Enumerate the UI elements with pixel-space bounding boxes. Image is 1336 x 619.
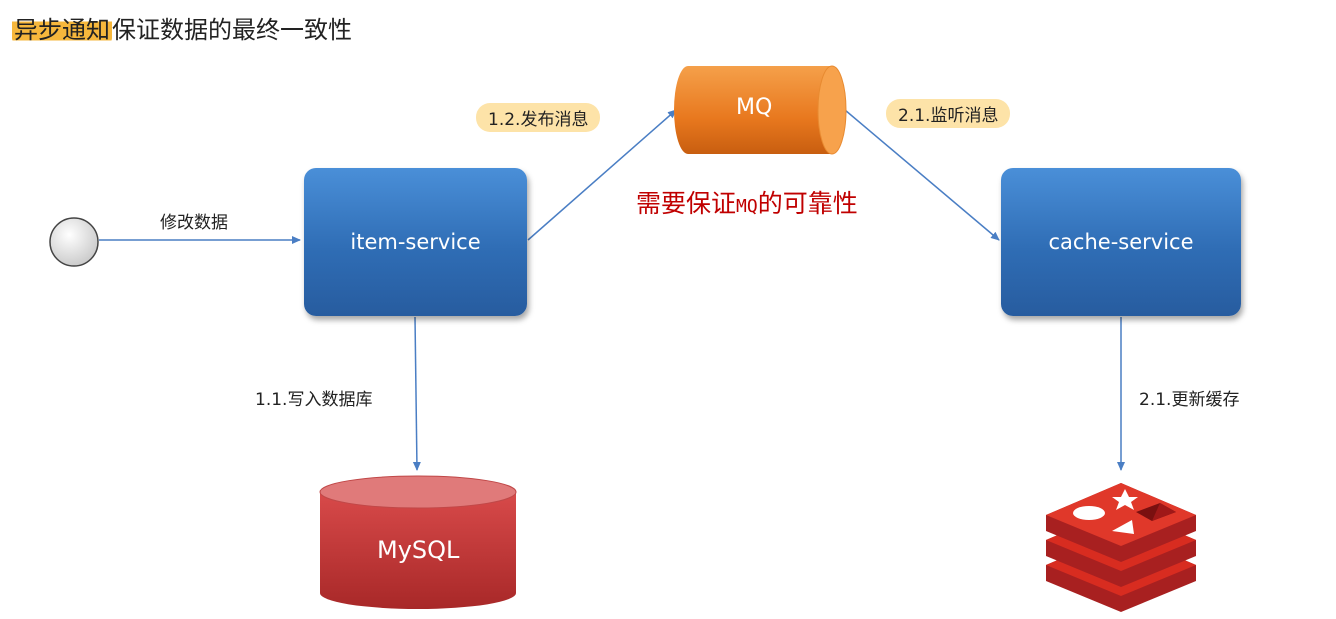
cache-service-box: cache-service [1001, 168, 1241, 316]
diagram-title: 异步通知保证数据的最终一致性 [12, 10, 352, 45]
mq-cylinder [674, 65, 847, 155]
redis-logo-icon [1046, 483, 1196, 612]
warning-mq: MQ [736, 196, 758, 217]
item-service-label: item-service [350, 230, 481, 254]
arrow-write-db [412, 316, 421, 471]
title-highlight: 异步通知 [12, 16, 112, 44]
item-service-box: item-service [304, 168, 527, 316]
label-modify-data: 修改数据 [160, 213, 228, 233]
label-publish-message: 1.2.发布消息 [476, 103, 601, 132]
mq-label: MQ [736, 95, 773, 120]
warning-prefix: 需要保证 [636, 189, 737, 218]
mysql-label: MySQL [377, 536, 460, 564]
reliability-warning: 需要保证MQ的可靠性 [636, 184, 858, 220]
arrow-listen [844, 109, 1000, 241]
title-rest: 保证数据的最终一致性 [112, 16, 352, 44]
mysql-cylinder [319, 475, 517, 609]
arrow-publish [527, 109, 677, 241]
warning-suffix: 的可靠性 [757, 189, 858, 218]
label-listen-message: 2.1.监听消息 [886, 99, 1011, 128]
label-write-db: 1.1.写入数据库 [255, 390, 373, 410]
cache-service-label: cache-service [1048, 230, 1194, 254]
start-node-icon [49, 217, 99, 267]
label-update-cache: 2.1.更新缓存 [1139, 390, 1240, 410]
